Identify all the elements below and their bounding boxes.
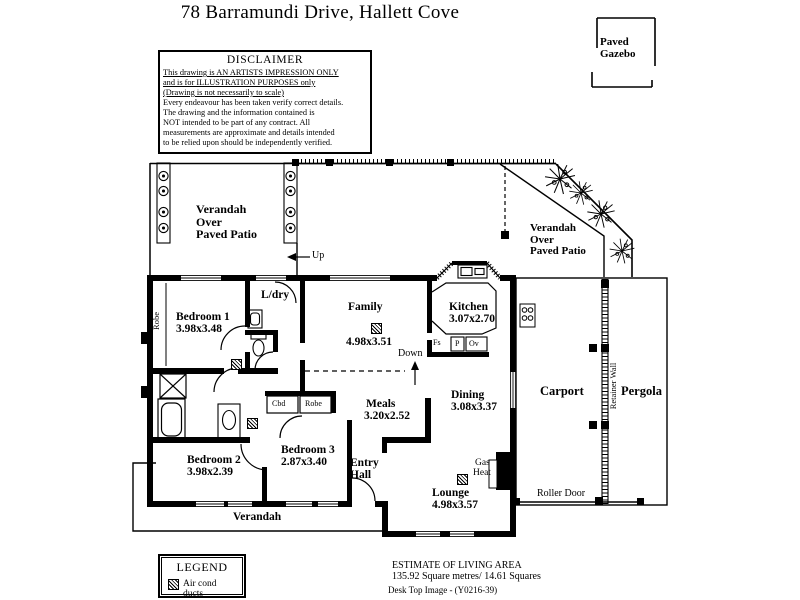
- air-cond-duct-icon: [457, 474, 468, 485]
- disclaimer-line: and is for ILLUSTRATION PURPOSES only: [163, 77, 316, 87]
- kitchen-bench-outline: [431, 282, 497, 335]
- vanity-icon: [217, 403, 241, 439]
- air-cond-duct-icon: [247, 418, 258, 429]
- dining-label: Dining 3.08x3.37: [451, 389, 497, 414]
- carport-posts: [513, 280, 644, 505]
- air-cond-duct-icon: [371, 323, 382, 334]
- planter-boxes: [156, 162, 298, 244]
- meals-label: Meals 3.20x2.52: [364, 398, 410, 423]
- gas-heater-slot: [488, 459, 498, 489]
- cupboard-label: Cbd: [272, 399, 286, 408]
- bedroom2-door-arc: [240, 443, 268, 471]
- fridge-space-label: Fs: [433, 338, 441, 347]
- credit-line: Desk Top Image - (Y0216-39): [388, 585, 498, 595]
- legend-heading: LEGEND: [176, 560, 228, 574]
- oven-label: Ov: [469, 339, 479, 348]
- gazebo-outline: [591, 17, 656, 88]
- plant-icon: [568, 180, 594, 206]
- page-title: 78 Barramundi Drive, Hallett Cove: [180, 2, 460, 23]
- estimate-heading: ESTIMATE OF LIVING AREA: [392, 560, 522, 571]
- robe-box: [299, 395, 332, 414]
- patio-posts: [292, 159, 509, 239]
- oven-box: [465, 336, 488, 352]
- kitchen-sink-icon: [457, 264, 488, 279]
- bathtub-icon: [157, 398, 186, 441]
- carport-label: Carport: [540, 384, 584, 398]
- gazebo-label: Paved Gazebo: [600, 36, 636, 60]
- bedroom2-label: Bedroom 2 3.98x2.39: [187, 454, 241, 479]
- up-label: Up: [312, 250, 325, 261]
- down-label: Down: [398, 348, 423, 359]
- retainer-wall-label: Retainer Wall: [608, 362, 618, 410]
- estimate-value: 135.92 Square metres/ 14.61 Squares: [392, 571, 541, 582]
- stair-arrows: [287, 253, 419, 385]
- laundry-label: L/dry: [261, 289, 290, 301]
- disclaimer-line: The drawing and the information containe…: [163, 107, 315, 117]
- bay-window-top: [452, 261, 487, 265]
- up-arrow: [287, 253, 310, 261]
- hot-water-unit-icon: [519, 303, 536, 328]
- plant-icon: [609, 238, 635, 264]
- family-dims: 4.98x3.51: [346, 336, 392, 348]
- verandah-bottom-label: Verandah: [233, 511, 282, 523]
- kitchen-bay: [435, 261, 502, 280]
- shower-icon: [159, 373, 187, 399]
- patio-outline: [132, 159, 633, 532]
- roller-door-label: Roller Door: [537, 488, 586, 499]
- entry-hall-label: Entry Hall: [350, 457, 379, 482]
- entry-door-arc: [351, 477, 376, 502]
- disclaimer-heading: DISCLAIMER: [226, 54, 304, 66]
- down-arrow: [411, 361, 419, 385]
- kitchen-label: Kitchen 3.07x2.70: [449, 301, 495, 326]
- lounge-label: Lounge 4.98x3.57: [432, 487, 478, 512]
- pergola-label: Pergola: [621, 384, 662, 398]
- disclaimer-line: Every endeavour has been taken verify co…: [163, 97, 344, 107]
- windows: [181, 275, 516, 537]
- disclaimer-line: to be relied upon should be independentl…: [163, 137, 333, 147]
- bedroom1-door-arc: [220, 325, 246, 351]
- gas-heat-label: Gas Heat: [473, 458, 491, 479]
- cupboard-box: [266, 395, 299, 414]
- bedroom3-door-arc: [279, 415, 303, 439]
- legend-air-cond-label: Air cond ducts: [183, 579, 217, 599]
- bedroom1-label: Bedroom 1 3.98x3.48: [176, 311, 230, 336]
- fixtures: [157, 264, 536, 489]
- wc-door-arc: [254, 351, 274, 371]
- laundry-door-arc: [274, 281, 297, 304]
- air-cond-duct-icon: [168, 579, 179, 590]
- robe-small-label: Robe: [305, 399, 322, 408]
- disclaimer-line: This drawing is AN ARTISTS IMPRESSION ON…: [163, 68, 339, 77]
- legend-box: LEGEND Air cond ducts: [158, 554, 246, 599]
- family-label: Family: [348, 301, 383, 313]
- toilet-icon: [250, 332, 267, 357]
- disclaimer-line: measurements are approximate and details…: [163, 127, 335, 137]
- pantry-box: [450, 336, 465, 352]
- disclaimer-line: NOT intended to be part of any contract.…: [163, 117, 311, 127]
- robe-label: Robe: [151, 312, 161, 330]
- pantry-label: P: [455, 339, 460, 348]
- disclaimer-line: (Drawing is not necessarily to scale): [163, 87, 284, 97]
- disclaimer-box: DISCLAIMER This drawing is AN ARTISTS IM…: [158, 50, 372, 154]
- verandah-right-label: Verandah Over Paved Patio: [530, 222, 586, 258]
- laundry-sink-icon: [247, 309, 263, 329]
- bedroom3-label: Bedroom 3 2.87x3.40: [281, 444, 335, 469]
- planter-plants: [158, 170, 296, 234]
- verandah-bottom-outline: [132, 462, 383, 532]
- air-cond-duct-icon: [231, 359, 242, 370]
- verandah-left-label: Verandah Over Paved Patio: [196, 202, 257, 242]
- gas-heater-body: [496, 452, 516, 490]
- plant-icon: [586, 199, 616, 229]
